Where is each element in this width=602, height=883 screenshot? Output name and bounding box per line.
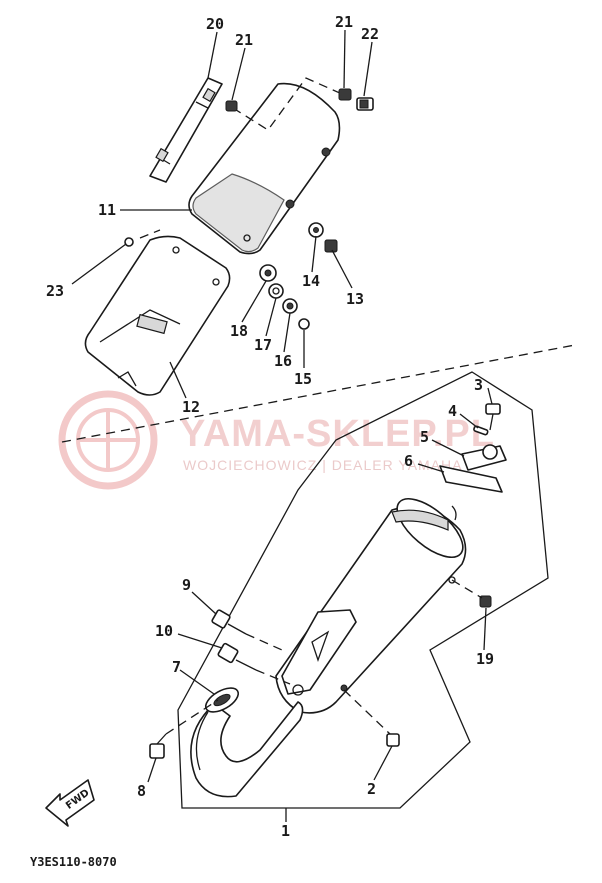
part-3-bolt (485, 403, 501, 431)
part-8-nut (149, 733, 167, 759)
callout-21-left: 21 (235, 31, 253, 49)
callout-5: 5 (420, 428, 429, 446)
part-22-bolt (356, 97, 374, 111)
part-20-clip (149, 77, 223, 183)
part-5-flange-holder (461, 444, 507, 471)
callout-2: 2 (367, 780, 376, 798)
callout-23: 23 (46, 282, 64, 300)
leader-lines (71, 29, 493, 822)
part-23-washer (124, 237, 134, 247)
callout-13: 13 (346, 290, 364, 308)
callout-labels: 20 21 21 22 11 23 12 14 13 18 17 16 15 3… (46, 13, 494, 840)
callout-6: 6 (404, 452, 413, 470)
callout-10: 10 (155, 622, 173, 640)
watermark: YAMA-SKLEP.PL WOJCIECHOWICZ | DEALER YAM… (58, 390, 495, 490)
fwd-arrow-icon: FWD (45, 779, 95, 827)
part-16-grommet (282, 298, 298, 314)
watermark-logo-icon (58, 390, 158, 490)
part-1-muffler (190, 498, 467, 798)
callout-9: 9 (182, 576, 191, 594)
callout-4: 4 (448, 402, 457, 420)
part-10-bolt (217, 642, 257, 671)
watermark-subtitle: WOJCIECHOWICZ | DEALER YAMAHA (183, 457, 462, 473)
part-15-screw (298, 318, 310, 330)
callout-17: 17 (254, 336, 272, 354)
callout-21-right: 21 (335, 13, 353, 31)
callout-19: 19 (476, 650, 494, 668)
section-divider (61, 344, 576, 443)
part-14-washer (308, 222, 324, 238)
callout-14: 14 (302, 272, 320, 290)
part-2-bolt (386, 733, 400, 747)
callout-8: 8 (137, 782, 146, 800)
part-11-protector (188, 82, 341, 255)
callout-22: 22 (361, 25, 379, 43)
part-12-protector (84, 235, 231, 396)
watermark-title: YAMA-SKLEP.PL (180, 413, 495, 455)
callout-16: 16 (274, 352, 292, 370)
part-6-gasket (439, 465, 503, 493)
part-9-bolt (211, 609, 247, 635)
part-17-collar (268, 283, 284, 299)
part-13-bolt (324, 239, 338, 253)
callout-1: 1 (281, 822, 290, 840)
assembly-outline (177, 371, 549, 809)
part-21-nut-left (225, 100, 238, 112)
callout-20: 20 (206, 15, 224, 33)
callout-3: 3 (474, 376, 483, 394)
part-7-gasket (204, 687, 240, 713)
part-18-bushing (259, 264, 277, 282)
callout-11: 11 (98, 201, 116, 219)
part-19-nut (479, 595, 492, 608)
callout-7: 7 (172, 658, 181, 676)
diagram-code: Y3ES110-8070 (30, 855, 117, 869)
callout-18: 18 (230, 322, 248, 340)
callout-12: 12 (182, 398, 200, 416)
part-4-spring-washer (473, 425, 489, 436)
callout-15: 15 (294, 370, 312, 388)
part-21-nut-right (338, 88, 352, 101)
